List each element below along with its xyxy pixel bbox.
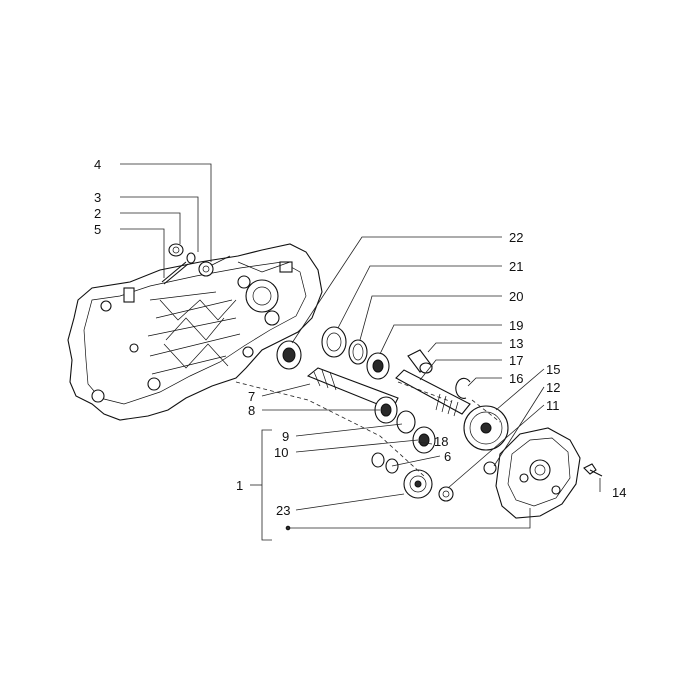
part-9-ring	[396, 410, 416, 434]
part-19-bearing	[366, 352, 390, 380]
part-labels: 4 3 2 5 22 21 20 19 13 17 16 15 12 11 7 …	[94, 157, 626, 518]
part-20-circlip	[348, 339, 368, 365]
part-17-output-shaft	[395, 369, 471, 417]
label-1: 1	[236, 478, 243, 493]
label-11: 11	[546, 398, 560, 413]
label-16: 16	[509, 371, 523, 386]
label-4: 4	[94, 157, 101, 172]
part-12-nut	[483, 461, 497, 475]
part-8-bearing	[374, 396, 398, 424]
leader-lines	[120, 163, 601, 541]
part-2-nut	[168, 243, 184, 257]
part-14-bolt	[583, 463, 603, 477]
part-6-washer	[371, 452, 399, 474]
part-7-shaft	[306, 367, 399, 411]
label-22: 22	[509, 230, 523, 245]
part-22-bearing	[276, 340, 302, 370]
label-17: 17	[509, 353, 523, 368]
part-4-cap	[198, 261, 214, 277]
label-9: 9	[282, 429, 289, 444]
label-2: 2	[94, 206, 101, 221]
label-20: 20	[509, 289, 523, 304]
label-5: 5	[94, 222, 101, 237]
part-16-circlip	[455, 377, 471, 399]
label-14: 14	[612, 485, 626, 500]
label-6: 6	[444, 449, 451, 464]
label-23: 23	[276, 503, 290, 518]
label-19: 19	[509, 318, 523, 333]
label-10: 10	[274, 445, 288, 460]
part-18-gear	[412, 426, 436, 454]
part-5-pin	[161, 261, 189, 285]
part-23-gear	[403, 469, 433, 499]
gearbox-cover	[495, 427, 581, 519]
label-12: 12	[546, 380, 560, 395]
part-15-gear	[463, 405, 509, 451]
label-8: 8	[248, 403, 255, 418]
label-15: 15	[546, 362, 560, 377]
label-3: 3	[94, 190, 101, 205]
part-3-bushing	[186, 252, 196, 264]
part-21-bearing	[321, 326, 347, 358]
label-21: 21	[509, 259, 523, 274]
label-7: 7	[248, 389, 255, 404]
crankcase-housing	[67, 243, 323, 421]
part-11-washer	[438, 486, 454, 502]
alignment-lines	[235, 381, 501, 477]
label-13: 13	[509, 336, 523, 351]
label-18: 18	[434, 434, 448, 449]
